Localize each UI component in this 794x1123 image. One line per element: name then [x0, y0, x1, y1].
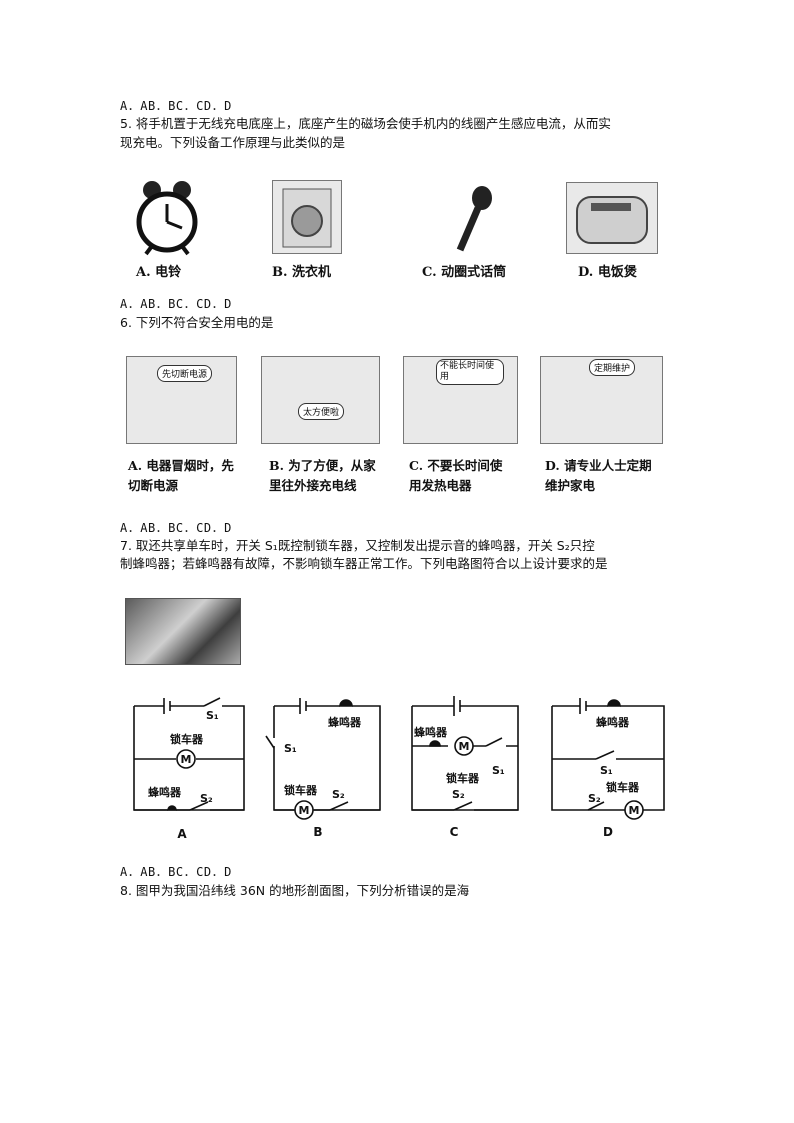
a-s1-label: S₁ [206, 709, 219, 722]
q6-caption-a-line1: A. 电器冒烟时，先 [128, 458, 234, 473]
q6-caption-a-line2: 切断电源 [128, 478, 179, 493]
q6-caption-c-line2: 用发热电器 [409, 478, 472, 493]
d-lock-label: 锁车器 [606, 780, 640, 794]
q5-caption-c: C. 动圈式话筒 [422, 265, 507, 280]
d-buzzer-label: 蜂鸣器 [596, 715, 630, 729]
q6-caption-d-line2: 维护家电 [545, 478, 596, 493]
q5-stem-line2: 现充电。下列设备工作原理与此类似的是 [120, 135, 346, 150]
q6-cartoon-c: 不能长时间使用 [403, 356, 518, 444]
b-s1-label: S₁ [284, 742, 297, 755]
q6-caption-b-line2: 里往外接充电线 [269, 478, 357, 493]
washing-machine-image [272, 180, 342, 254]
d-s2-label: S₂ [588, 792, 601, 805]
diagram-letter-b: B [313, 825, 322, 839]
q6-caption-b-line1: B. 为了方便，从家 [269, 458, 376, 473]
d-s1-label: S₁ [600, 764, 613, 777]
a-buzzer-label: 蜂鸣器 [148, 785, 182, 799]
q6-bubble-a: 先切断电源 [157, 365, 213, 382]
q7-stem-line2: 制蜂鸣器；若蜂鸣器有故障，不影响锁车器正常工作。下列电路图符合以上设计要求的是 [120, 556, 608, 571]
q6-caption-a: A. 电器冒烟时，先 切断电源 [128, 456, 234, 496]
q6-bubble-c: 不能长时间使用 [436, 359, 504, 385]
motor-label-c: M [459, 740, 470, 753]
c-s1-label: S₁ [492, 764, 505, 777]
q8-stem-line1: 8. 图甲为我国沿纬线 36N 的地形剖面图，下列分析错误的是海 [120, 883, 470, 898]
q5-stem-line1: 5. 将手机置于无线充电底座上，底座产生的磁场会使手机内的线圈产生感应电流，从而… [120, 116, 611, 131]
q6-caption-d: D. 请专业人士定期 维护家电 [545, 456, 652, 496]
a-lock-label: 锁车器 [170, 732, 204, 746]
motor-label-a: M [181, 753, 192, 766]
q5-caption-a: A. 电铃 [136, 265, 182, 280]
alarm-clock-image [132, 180, 202, 260]
b-buzzer-label: 蜂鸣器 [328, 715, 362, 729]
q6-cartoon-d: 定期维护 [540, 356, 663, 444]
q6-caption-d-line1: D. 请专业人士定期 [545, 458, 652, 473]
q4-options: A．AB．BC．CD．D [120, 99, 232, 113]
circuit-diagrams: M M M M S₁ 锁车器 蜂鸣器 S₂ 蜂鸣器 S₁ 锁车器 S₂ 蜂鸣器 … [133, 696, 665, 841]
q6-caption-c-line1: C. 不要长时间使 [409, 458, 503, 473]
c-s2-label: S₂ [452, 788, 465, 801]
diagram-letter-d: D [603, 825, 613, 839]
q6-bubble-b: 太方便啦 [298, 403, 345, 420]
motor-label-d: M [629, 804, 640, 817]
c-lock-label: 锁车器 [446, 771, 480, 785]
diagram-letter-a: A [177, 827, 187, 841]
a-s2-label: S₂ [200, 792, 213, 805]
q7-options: A．AB．BC．CD．D [120, 865, 232, 879]
motor-label-b: M [299, 804, 310, 817]
rice-cooker-image [566, 182, 658, 254]
q6-caption-b: B. 为了方便，从家 里往外接充电线 [269, 456, 376, 496]
q5-caption-b: B. 洗衣机 [272, 265, 332, 280]
q6-bubble-d: 定期维护 [589, 359, 636, 376]
b-lock-label: 锁车器 [284, 783, 318, 797]
shared-bike-photo [125, 598, 241, 665]
q6-cartoon-a: 先切断电源 [126, 356, 237, 444]
b-s2-label: S₂ [332, 788, 345, 801]
q5-options: A．AB．BC．CD．D [120, 297, 232, 311]
q7-stem-line1: 7. 取还共享单车时，开关 S₁既控制锁车器，又控制发出提示音的蜂鸣器，开关 S… [120, 538, 595, 553]
c-buzzer-label: 蜂鸣器 [414, 725, 448, 739]
q5-caption-d: D. 电饭煲 [578, 265, 637, 280]
diagram-letter-c: C [450, 825, 459, 839]
q6-stem-line1: 6. 下列不符合安全用电的是 [120, 315, 274, 330]
q6-options: A．AB．BC．CD．D [120, 521, 232, 535]
q6-caption-c: C. 不要长时间使 用发热电器 [409, 456, 502, 496]
q6-cartoon-b: 太方便啦 [261, 356, 380, 444]
microphone-image [448, 184, 498, 256]
